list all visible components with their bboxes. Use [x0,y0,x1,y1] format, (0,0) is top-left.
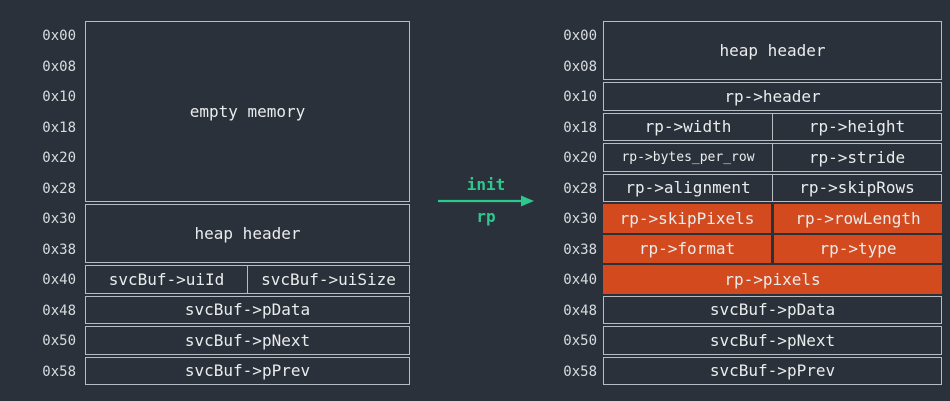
memory-cell: rp->stride [772,144,941,171]
memory-cell: svcBuf->pPrev [603,356,942,385]
memory-cell: empty memory [85,21,410,202]
memory-cell: svcBuf->pNext [85,326,410,355]
memory-cell: rp->bytes_per_row [621,149,755,165]
memory-cell: rp->header [603,82,942,111]
address-label: 0x30 [42,211,76,228]
address-label: 0x28 [563,180,597,197]
arrow-top-label: init [466,175,506,194]
memory-row-split: rp->width rp->height [603,112,942,141]
address-label: 0x00 [42,28,76,45]
address-label: 0x00 [563,28,597,45]
memory-row-split: svcBuf->uiId svcBuf->uiSize [85,265,410,294]
address-label: 0x30 [563,211,597,228]
memory-diagram-before-init: 0x00 0x08 0x10 0x18 0x20 0x28 0x30 0x38 0x40 0x48… [36,21,410,387]
memory-cell: rp->height [772,113,941,140]
memory-cell: rp->skipRows [772,174,941,201]
memory-cell: heap header [603,21,942,80]
address-label: 0x20 [42,150,76,167]
memory-cell: svcBuf->uiSize [247,266,409,293]
address-label: 0x50 [563,333,597,350]
init-transition: init rp [436,176,536,226]
address-label: 0x48 [42,302,76,319]
memory-cell: svcBuf->pPrev [85,356,410,385]
memory-cell: svcBuf->pData [603,295,942,324]
address-label: 0x58 [42,363,76,380]
address-label: 0x40 [42,272,76,289]
memory-cell: rp->skipPixels [603,204,771,233]
memory-cell: heap header [85,204,410,263]
memory-cell: rp->pixels [603,265,942,294]
right-arrow-icon [437,195,534,207]
address-label: 0x08 [563,58,597,75]
memory-row-split: rp->alignment rp->skipRows [603,173,942,202]
address-label: 0x10 [42,89,76,106]
address-label: 0x48 [563,302,597,319]
memory-cell: svcBuf->uiId [108,269,225,289]
memory-cell: rp->rowLength [774,204,942,233]
memory-cell: rp->type [774,234,942,263]
address-label: 0x28 [42,180,76,197]
address-label: 0x18 [42,119,76,136]
memory-row-split: rp->bytes_per_row rp->stride [603,143,942,172]
memory-cell: svcBuf->pData [85,295,410,324]
address-label: 0x10 [563,89,597,106]
memory-diagram-after-init: 0x00 0x08 0x10 0x18 0x20 0x28 0x30 0x38 0x40 0x48… [557,21,942,387]
address-column: 0x00 0x08 0x10 0x18 0x20 0x28 0x30 0x38 0x40 0x48… [557,21,597,387]
memory-cell: rp->format [603,234,771,263]
address-label: 0x38 [42,241,76,258]
address-label: 0x38 [563,241,597,258]
memory-cell: rp->width [644,117,732,137]
address-label: 0x40 [563,272,597,289]
address-label: 0x08 [42,58,76,75]
address-label: 0x50 [42,333,76,350]
address-label: 0x58 [563,363,597,380]
address-column: 0x00 0x08 0x10 0x18 0x20 0x28 0x30 0x38 0x40 0x48… [36,21,76,387]
memory-cell: rp->alignment [625,178,751,198]
arrow-bottom-label: rp [476,207,496,226]
memory-cell: svcBuf->pNext [603,326,942,355]
address-label: 0x20 [563,150,597,167]
address-label: 0x18 [563,119,597,136]
